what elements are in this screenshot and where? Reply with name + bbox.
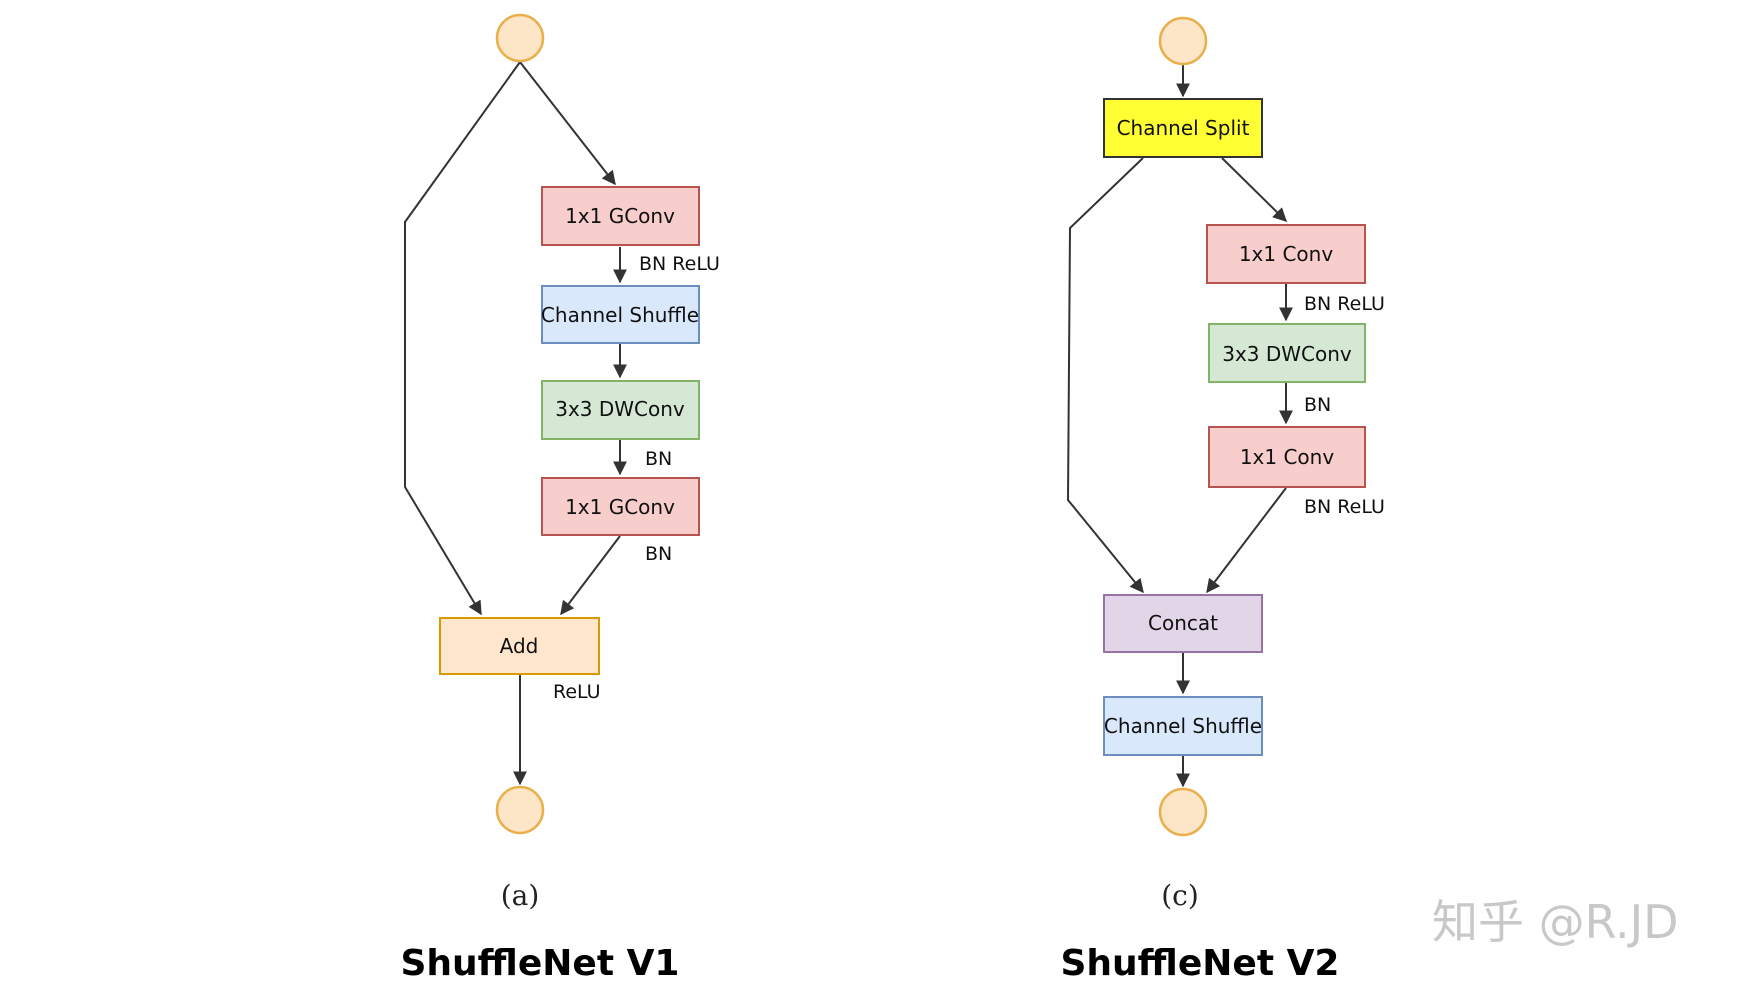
- v2-edge-label-bn-relu-1: BN ReLU: [1304, 293, 1385, 315]
- v1-title: ShuffleNet V1: [401, 943, 680, 984]
- v1-edge-input-to-conv1: [519, 61, 616, 186]
- v1-subcaption: (a): [501, 879, 540, 912]
- v1-channel-shuffle-label: Channel Shuffle: [541, 303, 699, 327]
- v1-dwconv-label: 3x3 DWConv: [555, 397, 685, 421]
- v1-edge-label-bn-1: BN: [645, 448, 672, 470]
- v1-edge-label-bn-relu: BN ReLU: [639, 253, 720, 275]
- v1-gconv2-label: 1x1 GConv: [565, 495, 675, 519]
- v2-conv2-label: 1x1 Conv: [1240, 445, 1335, 469]
- v2-channel-split-box: [1103, 98, 1263, 158]
- v1-add-label: Add: [500, 634, 539, 658]
- v2-subcaption: (c): [1161, 879, 1199, 912]
- v1-edge-label-bn-2: BN: [645, 543, 672, 565]
- v2-concat-label: Concat: [1148, 611, 1218, 635]
- v1-edge-shortcut: [404, 61, 521, 616]
- v1-edge-label-relu: ReLU: [553, 681, 601, 703]
- v2-dwconv-box: [1208, 323, 1366, 383]
- v2-output-node: [1158, 787, 1208, 837]
- v2-title: ShuffleNet V2: [1061, 943, 1340, 984]
- v2-conv2-box: [1208, 426, 1366, 488]
- v1-input-node: [495, 13, 545, 63]
- v2-edge-label-bn: BN: [1304, 394, 1331, 416]
- v2-channel-shuffle-box: [1103, 696, 1263, 756]
- v2-edge-shortcut: [1066, 157, 1144, 594]
- v2-conv1-label: 1x1 Conv: [1239, 242, 1334, 266]
- v2-input-node: [1158, 16, 1208, 66]
- v2-channel-split-label: Channel Split: [1117, 116, 1250, 140]
- v2-edge-label-bn-relu-2: BN ReLU: [1304, 496, 1385, 518]
- v2-channel-shuffle-label: Channel Shuffle: [1104, 714, 1262, 738]
- shufflenet-v1-diagram: 1x1 GConv BN ReLU Channel Shuffle 3x3 DW…: [401, 13, 720, 984]
- watermark: 知乎 @R.JD: [1432, 895, 1679, 949]
- v1-gconv1-label: 1x1 GConv: [565, 204, 675, 228]
- v2-edge-split-to-conv1: [1221, 157, 1287, 222]
- v1-gconv2-box: [541, 477, 700, 536]
- v1-channel-shuffle-box: [541, 285, 700, 344]
- v1-dwconv-box: [541, 380, 700, 440]
- shufflenet-v2-diagram: Channel Split 1x1 Conv BN ReLU 3x3 DWCon…: [1061, 16, 1385, 984]
- v2-conv1-box: [1206, 224, 1366, 284]
- v2-concat-box: [1103, 594, 1263, 653]
- v1-edge-conv2-to-add: [560, 535, 621, 616]
- v1-output-node: [495, 785, 545, 835]
- v1-gconv1-box: [541, 186, 700, 246]
- v2-edge-conv2-to-concat: [1206, 487, 1287, 594]
- v2-dwconv-label: 3x3 DWConv: [1222, 342, 1352, 366]
- v1-add-box: [439, 617, 600, 675]
